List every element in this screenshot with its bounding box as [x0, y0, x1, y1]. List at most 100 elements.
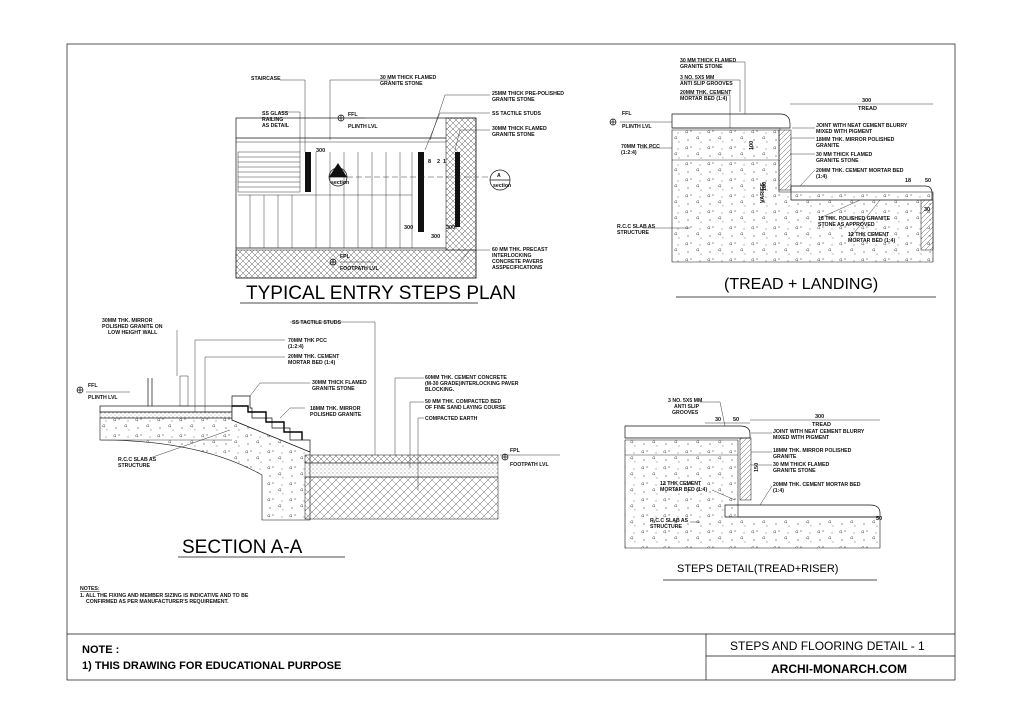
- notes-line-1: 1. ALL THE FIXING AND MEMBER SIZING IS I…: [80, 593, 249, 599]
- sheet-border: [66, 43, 956, 681]
- svg-text:FFL: FFL: [88, 383, 98, 389]
- tl-dim: TREAD: [858, 106, 877, 112]
- tl-riser: [778, 129, 792, 191]
- sec-label: (1:2:4): [288, 344, 304, 350]
- sd-label: STRUCTURE: [650, 524, 683, 530]
- entry-steps-plan: A section A section FFL PLINTH LVL FPL F…: [235, 75, 564, 304]
- tl-label: MORTAR BED (1:4): [680, 96, 727, 102]
- sd-label: GRANITE STONE: [773, 468, 816, 474]
- tl-dim: 30: [924, 207, 930, 213]
- sec-leaders: [149, 321, 424, 490]
- plan-side-paver: [445, 117, 477, 251]
- svg-text:FFL: FFL: [348, 112, 358, 118]
- title-block-note-text: 1) THIS DRAWING FOR EDUCATIONAL PURPOSE: [82, 660, 341, 672]
- plan-railing-post: [305, 152, 311, 192]
- sec-flamed-granite: [99, 405, 233, 413]
- plan-dim: 1: [443, 159, 446, 165]
- sec-label: 70MM THK PCC: [288, 338, 327, 344]
- sec-compacted-earth: [304, 476, 499, 520]
- tl-label: MORTAR BED (1:4): [848, 238, 895, 244]
- sd-dim: 300: [815, 414, 824, 420]
- tl-label: MIXED WITH PIGMENT: [816, 129, 873, 135]
- tl-label: R.C.C SLAB AS: [617, 224, 656, 230]
- tl-leaders: [640, 61, 881, 239]
- sec-mortar: [99, 411, 233, 419]
- plan-dim: 300: [316, 148, 325, 154]
- sec-label: SS TACTILE STUDS: [292, 320, 341, 326]
- sd-rcc-slab: [624, 439, 881, 549]
- tl-dim: 100: [762, 182, 768, 191]
- tl-label: 30 MM THICK FLAMED: [816, 152, 872, 158]
- tl-dim: 50: [925, 178, 931, 184]
- sec-ffl-marker: FFL PLINTH LVL: [76, 383, 130, 401]
- sd-label: MIXED WITH PIGMENT: [773, 435, 830, 441]
- plan-section-marker-left: A section: [328, 163, 349, 187]
- sec-label: (M-30 GRADE)INTERLOCKING PAVER: [425, 381, 519, 387]
- tl-label: (1:2:4): [621, 150, 637, 156]
- notes-heading: NOTES:: [80, 586, 100, 592]
- plan-label: ASSPECIFICATIONS: [492, 265, 543, 271]
- sec-label: GRANITE STONE: [312, 386, 355, 392]
- sec-label: 20MM THK. CEMENT: [288, 354, 340, 360]
- plan-dim: 300: [446, 225, 455, 231]
- sd-label: 3 NO. 5X5 MM: [668, 398, 702, 404]
- section-aa: FFL PLINTH LVL FPL FOOTPATH LVL 30MM THK…: [76, 318, 560, 558]
- plan-label: GRANITE STONE: [380, 81, 423, 87]
- sec-label: 18MM THK. MIRROR: [310, 406, 361, 412]
- sd-label: 30 MM THICK FLAMED: [773, 462, 829, 468]
- tl-label: GRANITE STONE: [816, 158, 859, 164]
- sec-label: R.C.C SLAB AS: [118, 457, 157, 463]
- sd-label: MORTAR BED (1:4): [660, 487, 707, 493]
- tl-label: 12 THK CEMENT: [848, 232, 890, 238]
- plan-label: INTERLOCKING: [492, 253, 531, 259]
- sd-riser: [739, 437, 752, 501]
- sd-dim: 50: [876, 516, 882, 522]
- tl-label: STRUCTURE: [617, 230, 650, 236]
- sec-low-wall: [179, 375, 189, 407]
- tl-dim: 100: [749, 141, 755, 150]
- sd-label: R.C.C SLAB AS: [650, 518, 689, 524]
- sec-label: OF FINE SAND LAYING COURSE: [425, 405, 506, 411]
- tl-label: 18MM THK. MIRROR POLISHED: [816, 137, 895, 143]
- svg-text:FFL: FFL: [622, 111, 632, 117]
- sec-steps: [231, 395, 311, 453]
- title-block-note-heading: NOTE :: [82, 644, 119, 656]
- sd-label: 18MM THK. MIRROR POLISHED: [773, 448, 852, 454]
- sec-sand-bed: [304, 462, 499, 478]
- plan-label: SS TACTILE STUDS: [492, 111, 541, 117]
- sec-label: STRUCTURE: [118, 463, 151, 469]
- plan-label: 30 MM THICK FLAMED: [380, 75, 436, 81]
- plan-label: RAILING: [262, 117, 283, 123]
- tl-label: GRANITE: [816, 143, 840, 149]
- plan-title: TYPICAL ENTRY STEPS PLAN: [246, 283, 516, 304]
- plan-label: 60 MM THK. PRECAST: [492, 247, 548, 253]
- sd-label: GROOVES: [672, 410, 699, 416]
- tl-dim: 300: [862, 98, 871, 104]
- sec-step-profile: [232, 405, 303, 440]
- tl-dim-varies: VARIES: [760, 183, 766, 203]
- sd-label: 12 THK CEMENT: [660, 481, 702, 487]
- plan-label: GRANITE STONE: [492, 97, 535, 103]
- notes-line-2: CONFIRMED AS PER MANUFACTURER'S REQUIREM…: [86, 599, 229, 605]
- plan-leaders: [278, 79, 490, 263]
- tl-label: 3 NO. 5X5 MM: [680, 75, 714, 81]
- sec-label: LOW HEIGHT WALL: [108, 330, 158, 336]
- svg-text:A: A: [497, 173, 501, 179]
- plan-dim: 300: [431, 234, 440, 240]
- plan-label-staircase: STAIRCASE: [251, 76, 281, 82]
- svg-text:PLINTH LVL: PLINTH LVL: [622, 124, 652, 130]
- sec-label: BLOCKING.: [425, 387, 455, 393]
- svg-text:A: A: [335, 171, 339, 177]
- tl-label: STONE AS APPROVED: [818, 222, 875, 228]
- tl-tread-stone: [671, 113, 791, 129]
- plan-railing-post: [455, 152, 460, 227]
- steps-detail: 30 50 300 TREAD 150 50 3 NO. 5X5 MM ANTI…: [624, 398, 882, 581]
- tl-title: (TREAD + LANDING): [724, 276, 878, 293]
- plan-dim: 8: [428, 159, 431, 165]
- sd-dim: 150: [754, 463, 760, 472]
- sd-tread-stone: [624, 425, 751, 439]
- section-title: SECTION A-A: [182, 537, 303, 558]
- title-block-sheet-title: STEPS AND FLOORING DETAIL - 1: [730, 639, 925, 653]
- plan-railing-post: [418, 152, 424, 232]
